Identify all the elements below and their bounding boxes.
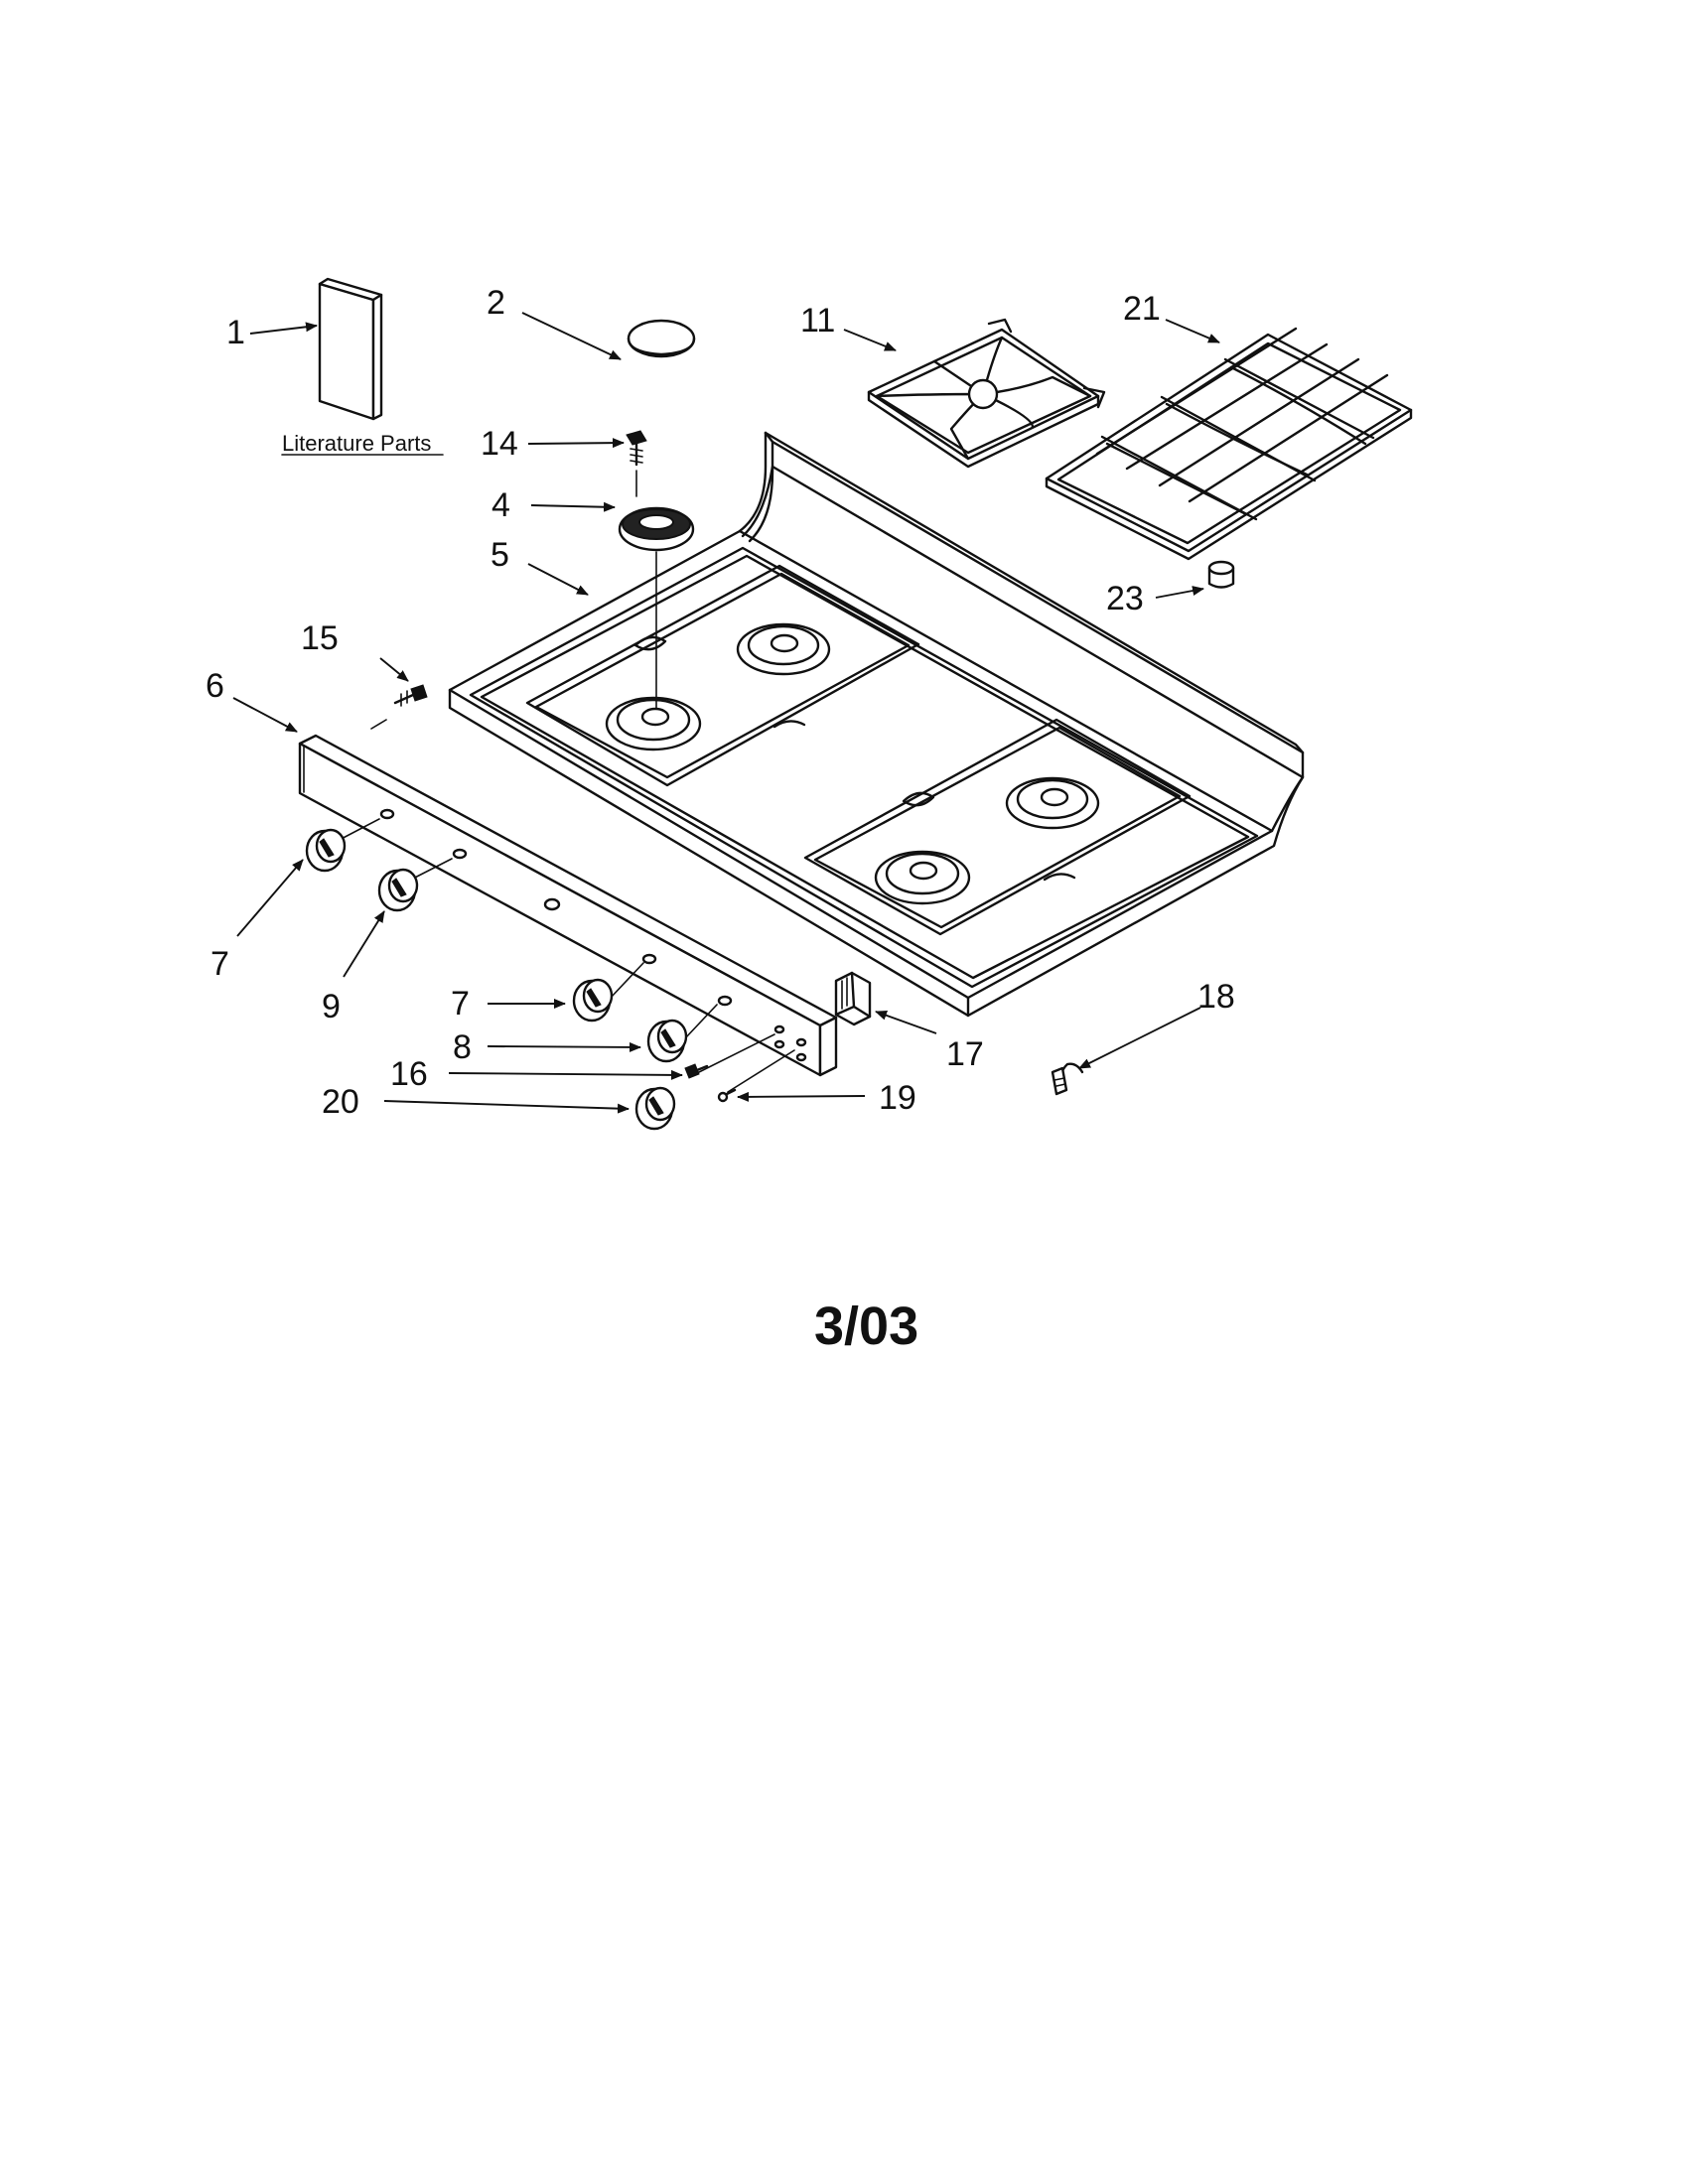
callout-5: 5 (491, 536, 509, 574)
callout-20: 20 (322, 1083, 359, 1121)
callout-6: 6 (206, 667, 224, 705)
double-grate (1045, 327, 1413, 561)
burner-base (618, 506, 695, 552)
knob-7-right (572, 978, 614, 1023)
knob-9 (377, 868, 419, 912)
callout-7-left: 7 (210, 945, 229, 983)
literature-parts: Literature Parts (281, 277, 444, 456)
cooktop (448, 431, 1305, 1018)
burner-cap (627, 319, 696, 358)
callout-9: 9 (322, 988, 341, 1025)
callout-labels: 1 2 14 4 5 11 21 23 15 6 7 9 7 8 16 20 1… (206, 284, 1235, 1121)
screw-16 (684, 1063, 709, 1079)
callout-1: 1 (226, 314, 245, 351)
igniter-wire (1051, 1062, 1084, 1096)
control-panel (298, 734, 838, 1077)
callout-16: 16 (390, 1055, 428, 1093)
callout-7-right: 7 (451, 985, 470, 1023)
callout-19: 19 (879, 1079, 916, 1117)
callout-11: 11 (800, 302, 835, 340)
leader-lines (232, 312, 1220, 1114)
switch-module (834, 971, 872, 1026)
burner-opening-left-front (605, 696, 702, 751)
date-code: 3/03 (814, 1297, 918, 1356)
knob-8 (646, 1019, 688, 1063)
literature-parts-label: Literature Parts (282, 431, 431, 456)
burner-grate (867, 318, 1106, 469)
burner-opening-right-rear (1005, 776, 1100, 830)
callout-2: 2 (487, 284, 505, 322)
callout-15: 15 (301, 619, 339, 657)
screw-14 (626, 430, 647, 467)
callout-17: 17 (946, 1035, 984, 1073)
callout-8: 8 (453, 1028, 472, 1066)
callout-21: 21 (1123, 290, 1161, 328)
screw-19 (717, 1088, 737, 1103)
callout-4: 4 (491, 486, 510, 524)
screw-15 (393, 684, 428, 707)
burner-opening-right-front (874, 850, 971, 905)
callout-23: 23 (1106, 580, 1144, 617)
callout-14: 14 (481, 425, 518, 463)
grate-foot (1207, 560, 1235, 589)
burner-opening-left-rear (736, 622, 831, 676)
callout-18: 18 (1197, 978, 1235, 1016)
knob-20 (634, 1086, 676, 1131)
knob-7-left (305, 828, 347, 873)
